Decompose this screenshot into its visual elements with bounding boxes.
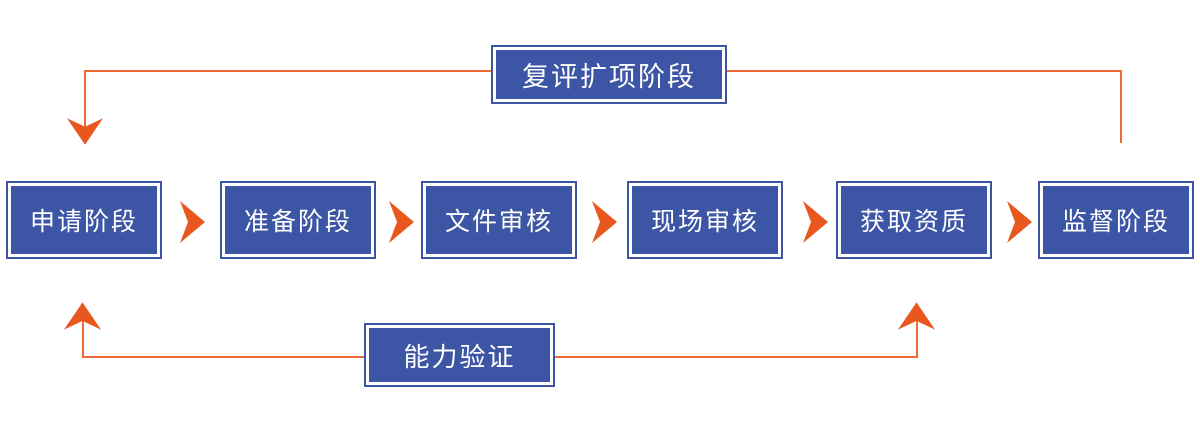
stage-box-obtain-qualification: 获取资质 <box>836 181 992 259</box>
stage-label: 监督阶段 <box>1043 186 1189 254</box>
stage-box-supervision: 监督阶段 <box>1038 181 1194 259</box>
top-loop-label: 复评扩项阶段 <box>496 50 722 99</box>
next-chevron-icon <box>1007 201 1032 243</box>
bottom-loop-label: 能力验证 <box>369 328 550 382</box>
stage-label: 准备阶段 <box>225 186 371 254</box>
stage-label: 文件审核 <box>426 186 572 254</box>
arrow-up-icon <box>898 302 935 330</box>
next-chevron-icon <box>803 201 828 243</box>
bottom-loop-box: 能力验证 <box>364 323 555 387</box>
top-loop-right-vertical-line <box>1120 70 1122 143</box>
stage-label: 申请阶段 <box>11 186 157 254</box>
arrow-down-icon <box>67 118 103 145</box>
next-chevron-icon <box>180 201 205 243</box>
stage-label: 获取资质 <box>841 186 987 254</box>
stage-box-application: 申请阶段 <box>6 181 162 259</box>
top-loop-left-vertical-line <box>84 70 86 128</box>
next-chevron-icon <box>389 201 414 243</box>
bottom-loop-right-vertical-line <box>916 318 918 358</box>
stage-box-document-review: 文件审核 <box>421 181 577 259</box>
stage-box-onsite-review: 现场审核 <box>627 181 783 259</box>
top-loop-box: 复评扩项阶段 <box>491 45 727 104</box>
arrow-up-icon <box>64 302 101 330</box>
next-chevron-icon <box>592 201 617 243</box>
bottom-loop-left-vertical-line <box>82 318 84 358</box>
stage-box-preparation: 准备阶段 <box>220 181 376 259</box>
stage-label: 现场审核 <box>632 186 778 254</box>
